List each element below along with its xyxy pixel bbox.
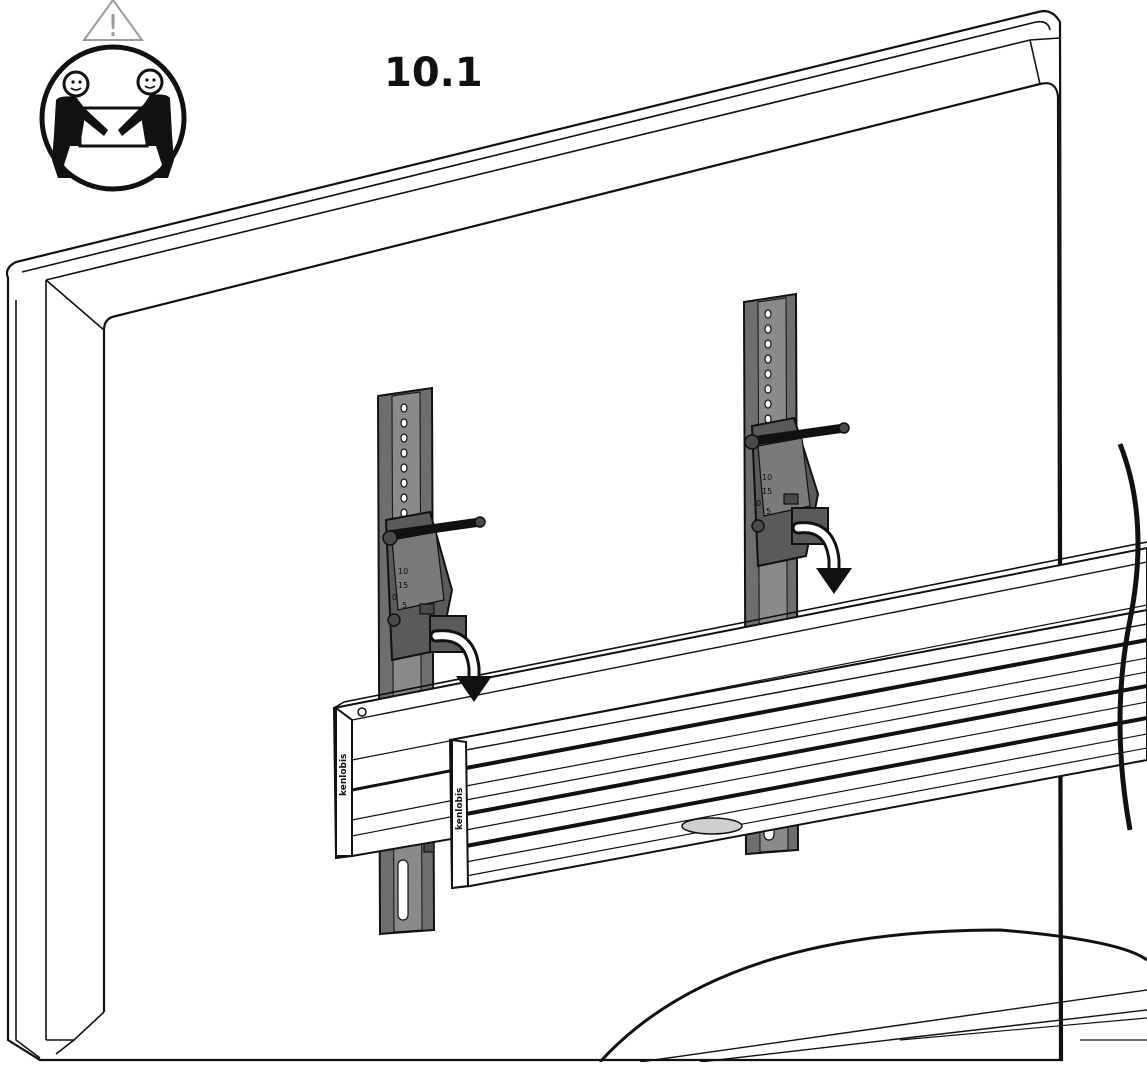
rail-back-brand: kenlobis	[339, 754, 349, 796]
warning-symbol: !	[107, 9, 119, 44]
step-number: 10.1	[384, 50, 483, 96]
bracket-scale-top-right: 10	[762, 473, 772, 482]
bracket-scale-small-right: 0	[756, 499, 761, 508]
bracket-holes-right	[764, 309, 772, 424]
bracket-scale-mid-right: 15	[762, 487, 772, 496]
hook-arrow-left-icon	[429, 629, 492, 702]
hook-arrow-right-icon	[791, 521, 852, 594]
rail-front-brand: kenlobis	[455, 788, 465, 830]
break-line	[1117, 443, 1141, 831]
rail-front: kenlobis	[448, 608, 1147, 890]
warning-triangle-icon: !	[82, 0, 144, 44]
bracket-scale-top-left: 10	[398, 567, 408, 576]
bracket-holes-left	[400, 403, 408, 518]
bracket-scale-small-left: 0	[392, 593, 397, 602]
bracket-scale-small2-left: 5	[402, 601, 407, 610]
detail-magnifier	[598, 928, 1147, 1064]
bracket-scale-mid-left: 15	[398, 581, 408, 590]
two-person-lift-icon	[39, 44, 187, 192]
bracket-scale-small2-right: 5	[766, 507, 771, 516]
